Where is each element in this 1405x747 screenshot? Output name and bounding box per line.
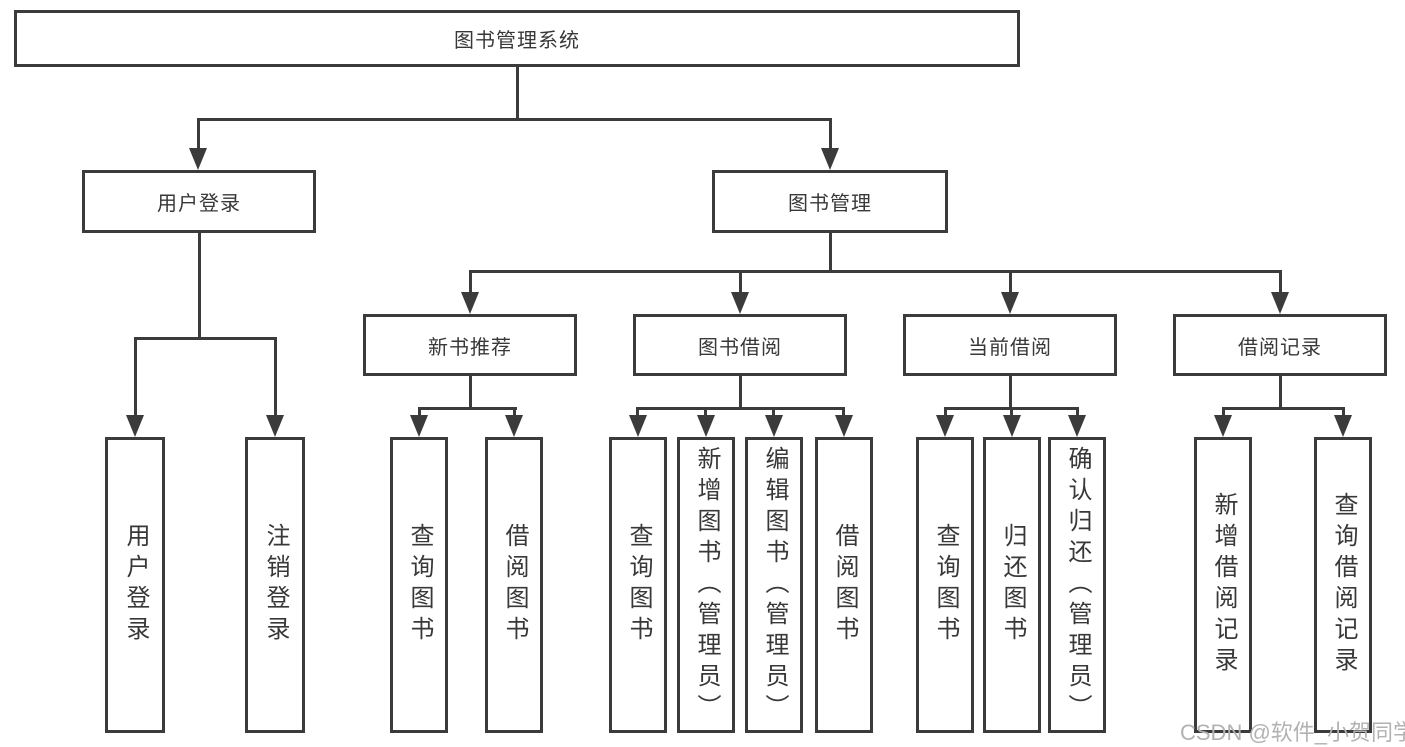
arrow-down-icon [1003, 415, 1021, 437]
connector-line [516, 67, 519, 118]
arrow-down-icon [936, 415, 954, 437]
connector-line [469, 270, 1282, 273]
arrow-down-icon [835, 415, 853, 437]
arrow-down-icon [1214, 415, 1232, 437]
node-new-book-recommend: 新书推荐 [363, 314, 577, 376]
connector-line [1279, 270, 1282, 294]
leaf-recommend-borrow-books: 借阅图书 [485, 437, 543, 733]
arrow-down-icon [1271, 292, 1289, 314]
connector-line [1010, 407, 1013, 417]
connector-line [636, 407, 639, 417]
node-root-label: 图书管理系统 [454, 30, 580, 52]
node-borrowing-records: 借阅记录 [1173, 314, 1387, 376]
node-root: 图书管理系统 [14, 10, 1020, 67]
node-new-book-recommend-label: 新书推荐 [428, 336, 512, 359]
node-borrowing-records-label: 借阅记录 [1238, 336, 1322, 359]
connector-line [1342, 407, 1345, 417]
leaf-current-confirm-return-admin: 确认归还（管理员） [1048, 437, 1106, 733]
connector-line [134, 337, 137, 417]
leaf-user-login-label: 用户登录 [122, 523, 149, 647]
connector-line [842, 407, 845, 417]
arrow-down-icon [410, 415, 428, 437]
connector-line [739, 376, 742, 407]
leaf-records-add-record-label: 新增借阅记录 [1210, 492, 1237, 678]
leaf-records-add-record: 新增借阅记录 [1194, 437, 1252, 733]
leaf-records-query-record: 查询借阅记录 [1314, 437, 1372, 733]
leaf-borrow-edit-books-admin: 编辑图书（管理员） [745, 437, 803, 733]
leaf-current-query-books: 查询图书 [916, 437, 974, 733]
leaf-current-confirm-return-admin-label: 确认归还（管理员） [1064, 445, 1091, 725]
leaf-records-query-record-label: 查询借阅记录 [1330, 492, 1357, 678]
leaf-current-query-books-label: 查询图书 [932, 523, 959, 647]
arrow-down-icon [126, 415, 144, 437]
arrow-down-icon [1334, 415, 1352, 437]
arrow-down-icon [266, 415, 284, 437]
connector-line [1009, 270, 1012, 294]
connector-line [418, 407, 421, 417]
connector-line [1222, 407, 1225, 417]
leaf-borrow-query-books: 查询图书 [609, 437, 667, 733]
connector-line [829, 233, 832, 270]
connector-line [829, 118, 832, 150]
connector-line [739, 270, 742, 294]
node-book-management-label: 图书管理 [788, 193, 872, 215]
connector-line [198, 233, 201, 337]
arrow-down-icon [731, 292, 749, 314]
arrow-down-icon [189, 148, 207, 170]
arrow-down-icon [505, 415, 523, 437]
leaf-user-login: 用户登录 [105, 437, 165, 733]
arrow-down-icon [765, 415, 783, 437]
csdn-watermark: CSDN @软件_小贺同学 [1180, 720, 1405, 745]
node-current-borrowing-label: 当前借阅 [968, 336, 1052, 359]
connector-line [1222, 407, 1345, 410]
connector-line [134, 337, 277, 340]
leaf-current-return-books-label: 归还图书 [999, 523, 1026, 647]
leaf-current-return-books: 归还图书 [983, 437, 1041, 733]
leaf-recommend-borrow-books-label: 借阅图书 [501, 523, 528, 647]
node-user-login-label: 用户登录 [157, 193, 241, 215]
connector-line [1076, 407, 1079, 417]
connector-line [469, 376, 472, 407]
connector-line [772, 407, 775, 417]
leaf-borrow-add-books-admin-label: 新增图书（管理员） [693, 445, 720, 725]
arrow-down-icon [629, 415, 647, 437]
leaf-logout: 注销登录 [245, 437, 305, 733]
node-current-borrowing: 当前借阅 [903, 314, 1117, 376]
leaf-recommend-query-books-label: 查询图书 [406, 523, 433, 647]
connector-line [197, 118, 832, 121]
arrow-down-icon [1001, 292, 1019, 314]
leaf-recommend-query-books: 查询图书 [390, 437, 448, 733]
leaf-logout-label: 注销登录 [262, 523, 289, 647]
arrow-down-icon [821, 148, 839, 170]
connector-line [274, 337, 277, 417]
connector-line [704, 407, 707, 417]
leaf-borrow-edit-books-admin-label: 编辑图书（管理员） [761, 445, 788, 725]
node-book-borrowing: 图书借阅 [633, 314, 847, 376]
connector-line [1009, 376, 1012, 407]
connector-line [1279, 376, 1282, 407]
connector-line [418, 407, 517, 410]
leaf-borrow-borrow-books: 借阅图书 [815, 437, 873, 733]
connector-line [469, 270, 472, 294]
arrow-down-icon [697, 415, 715, 437]
arrow-down-icon [1068, 415, 1086, 437]
node-user-login: 用户登录 [82, 170, 316, 233]
node-book-management: 图书管理 [712, 170, 948, 233]
arrow-down-icon [461, 292, 479, 314]
connector-line [636, 407, 845, 410]
leaf-borrow-add-books-admin: 新增图书（管理员） [677, 437, 735, 733]
connector-line [944, 407, 947, 417]
connector-line [197, 118, 200, 150]
leaf-borrow-borrow-books-label: 借阅图书 [831, 523, 858, 647]
leaf-borrow-query-books-label: 查询图书 [625, 523, 652, 647]
node-book-borrowing-label: 图书借阅 [698, 336, 782, 359]
connector-line [513, 407, 516, 417]
